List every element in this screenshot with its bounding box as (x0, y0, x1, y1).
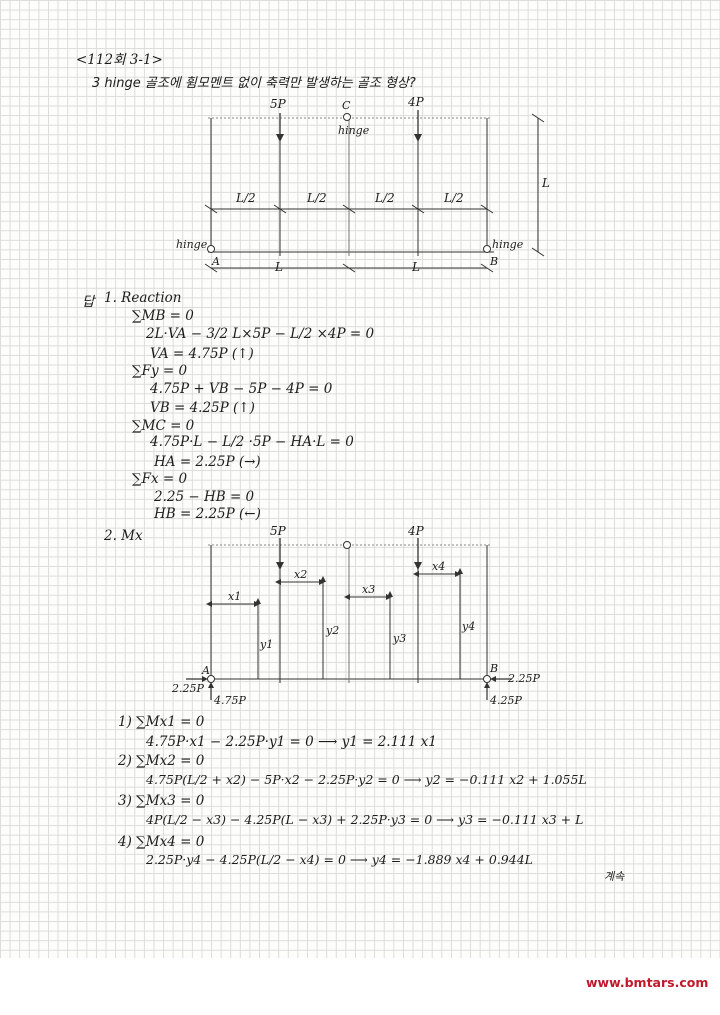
case-4-equation: 2.25P·y4 − 4.25P(L/2 − x4) = 0 ⟶ y4 = −1… (146, 852, 533, 867)
y4-label: y4 (462, 620, 476, 633)
case-1-equation: 4.75P·x1 − 2.25P·y1 = 0 ⟶ y1 = 2.111 x1 (146, 734, 437, 750)
answer-label: 답 (82, 294, 95, 310)
hinge-a-label: hinge (176, 238, 208, 251)
bottom-margin (0, 958, 720, 1015)
eq-fx-expand: 2.25 − HB = 0 (154, 489, 255, 505)
case-3-equation: 4P(L/2 − x3) − 4.25P(L − x3) + 2.25P·y3 … (146, 812, 584, 827)
vb-reaction-label: 4.25P (490, 694, 522, 707)
x4-label: x4 (432, 560, 446, 573)
x1-label: x1 (228, 590, 242, 603)
eq-mc-expand: 4.75P·L − L/2 ·5P − HA·L = 0 (150, 434, 354, 450)
eq-hb-result: HB = 2.25P (←) (154, 506, 261, 522)
eq-sum-mb: ∑MB = 0 (132, 308, 194, 324)
continued-note: 계속 (604, 870, 625, 883)
half-span-4-label: L/2 (444, 191, 464, 205)
fig2-support-b-label: B (490, 662, 499, 675)
y3-label: y3 (393, 632, 407, 645)
eq-va-result: VA = 4.75P (↑) (150, 346, 254, 362)
case-3-title: 3) ∑Mx3 = 0 (118, 793, 205, 809)
problem-ref: <112회 3-1> (76, 52, 163, 68)
ha-reaction-label: 2.25P (172, 682, 204, 695)
eq-sum-fy: ∑Fy = 0 (132, 363, 188, 379)
site-watermark: www.bmtars.com (586, 975, 709, 990)
y2-label: y2 (326, 624, 340, 637)
half-span-3-label: L/2 (375, 191, 395, 205)
x3-label: x3 (362, 583, 376, 596)
span-left-label: L (275, 260, 283, 274)
hb-reaction-label: 2.25P (508, 672, 540, 685)
fig2-load-4p-label: 4P (408, 524, 424, 538)
span-right-label: L (412, 260, 420, 274)
case-2-title: 2) ∑Mx2 = 0 (118, 753, 205, 769)
case-1-title: 1) ∑Mx1 = 0 (118, 714, 205, 730)
hinge-b-label: hinge (492, 238, 524, 251)
eq-ha-result: HA = 2.25P (→) (154, 454, 261, 470)
problem-question: 3 hinge 골조에 휨모멘트 없이 축력만 발생하는 골조 형상? (92, 76, 416, 91)
support-b-label: B (490, 255, 499, 268)
eq-mb-expand: 2L·VA − 3/2 L×5P − L/2 ×4P = 0 (146, 326, 375, 342)
fig2-load-5p-label: 5P (270, 524, 286, 538)
height-label: L (542, 176, 550, 190)
step-2-heading: 2. Mx (104, 528, 143, 544)
support-a-label: A (212, 255, 220, 268)
step-1-heading: 1. Reaction (104, 290, 182, 306)
hinge-c-label: hinge (338, 124, 370, 137)
half-span-2-label: L/2 (307, 191, 327, 205)
fig2-support-a-label: A (202, 664, 210, 677)
load-5p-label: 5P (270, 97, 286, 111)
y1-label: y1 (260, 638, 274, 651)
eq-sum-fx: ∑Fx = 0 (132, 471, 188, 487)
eq-vb-result: VB = 4.25P (↑) (150, 400, 255, 416)
eq-fy-expand: 4.75P + VB − 5P − 4P = 0 (150, 381, 333, 397)
case-2-equation: 4.75P(L/2 + x2) − 5P·x2 − 2.25P·y2 = 0 ⟶… (146, 772, 587, 787)
half-span-1-label: L/2 (236, 191, 256, 205)
load-4p-label: 4P (408, 95, 424, 109)
eq-sum-mc: ∑MC = 0 (132, 418, 195, 434)
node-c-label: C (342, 99, 351, 112)
case-4-title: 4) ∑Mx4 = 0 (118, 834, 205, 850)
va-reaction-label: 4.75P (214, 694, 246, 707)
x2-label: x2 (294, 568, 308, 581)
